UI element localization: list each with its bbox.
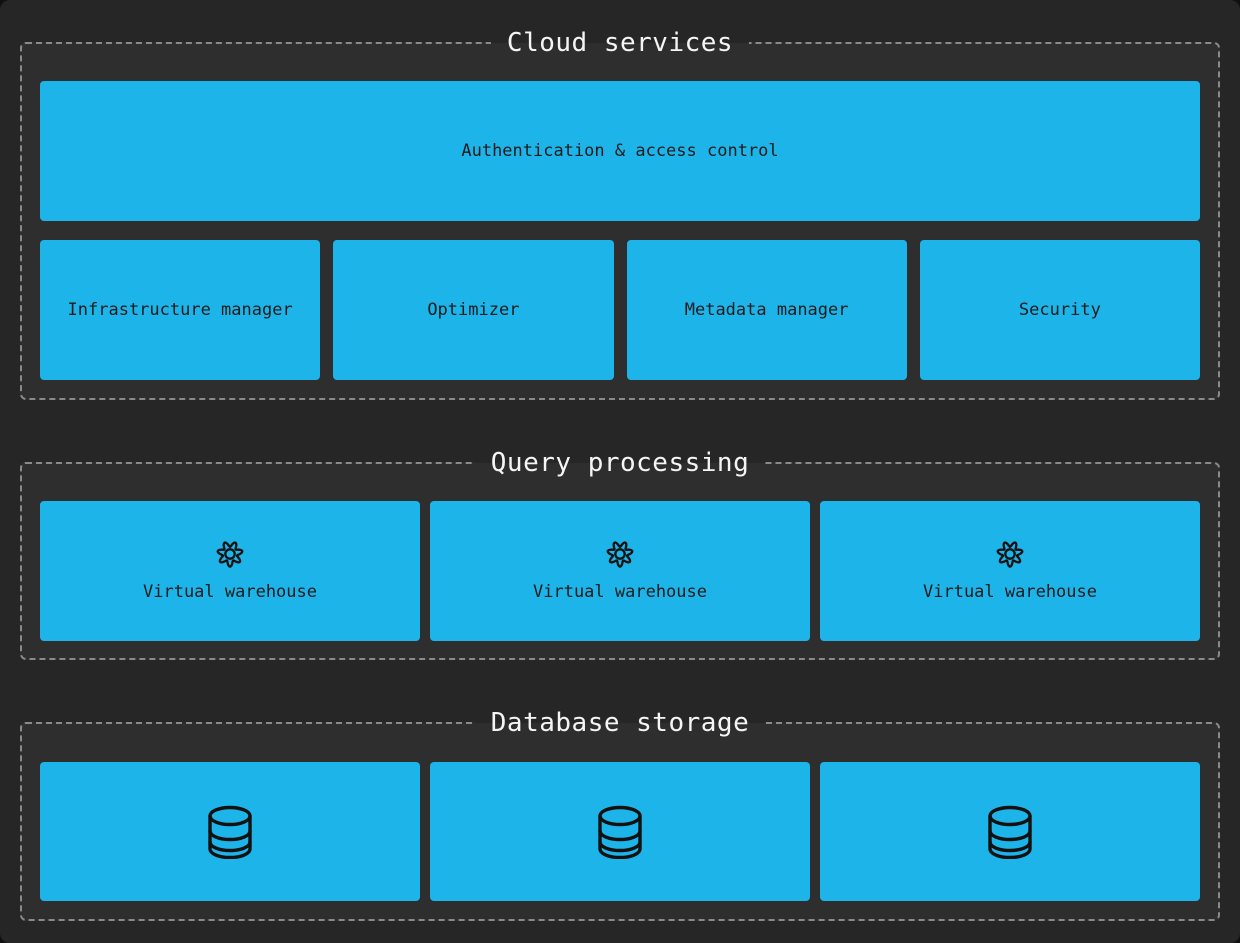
section-query-processing: Query processing Virtual warehouse Virtu… bbox=[20, 447, 1220, 660]
box-virtual-warehouse: Virtual warehouse bbox=[820, 501, 1200, 641]
gear-icon bbox=[606, 541, 634, 568]
box-database bbox=[820, 762, 1200, 901]
box-authentication-access-control: Authentication & access control bbox=[40, 81, 1200, 221]
section-title-query-processing: Query processing bbox=[474, 447, 766, 480]
box-virtual-warehouse: Virtual warehouse bbox=[40, 501, 420, 641]
box-label: Infrastructure manager bbox=[67, 300, 293, 320]
box-label: Virtual warehouse bbox=[533, 582, 707, 602]
cloud-services-row: Infrastructure manager Optimizer Metadat… bbox=[40, 240, 1200, 380]
box-metadata-manager: Metadata manager bbox=[626, 240, 907, 380]
box-database bbox=[430, 762, 810, 901]
gear-icon bbox=[216, 541, 244, 568]
box-virtual-warehouse: Virtual warehouse bbox=[430, 501, 810, 641]
query-processing-row: Virtual warehouse Virtual warehouse Virt… bbox=[40, 501, 1200, 641]
section-cloud-services: Cloud services Authentication & access c… bbox=[20, 27, 1220, 400]
box-label: Optimizer bbox=[427, 300, 520, 320]
box-infrastructure-manager: Infrastructure manager bbox=[40, 240, 321, 380]
database-icon bbox=[988, 805, 1032, 859]
section-database-storage: Database storage bbox=[20, 707, 1220, 921]
database-storage-row bbox=[40, 762, 1200, 901]
box-label: Authentication & access control bbox=[461, 141, 779, 161]
database-icon bbox=[208, 805, 252, 859]
gear-icon bbox=[996, 541, 1024, 568]
box-label: Metadata manager bbox=[684, 300, 849, 320]
section-title-cloud-services: Cloud services bbox=[490, 27, 750, 60]
section-title-database-storage: Database storage bbox=[474, 707, 766, 740]
box-label: Security bbox=[1018, 300, 1101, 320]
box-optimizer: Optimizer bbox=[333, 240, 614, 380]
box-security: Security bbox=[919, 240, 1200, 380]
database-icon bbox=[598, 805, 642, 859]
box-label: Virtual warehouse bbox=[143, 582, 317, 602]
box-label: Virtual warehouse bbox=[923, 582, 1097, 602]
box-database bbox=[40, 762, 420, 901]
